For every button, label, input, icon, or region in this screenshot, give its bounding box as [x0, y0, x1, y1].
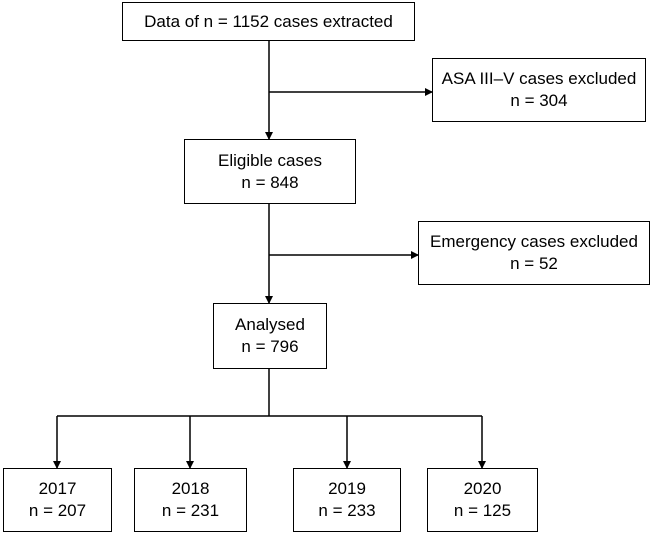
analysed-count: n = 796 — [241, 337, 299, 356]
year-box-2017: 2017 n = 207 — [3, 468, 112, 532]
year-box-2018: 2018 n = 231 — [134, 468, 247, 532]
year-label: 2018 — [171, 479, 210, 498]
year-label: 2020 — [463, 479, 502, 498]
year-box-2019: 2019 n = 233 — [293, 468, 401, 532]
extracted-box: Data of n = 1152 cases extracted — [122, 2, 415, 41]
emergency-excluded-label: Emergency cases excluded — [430, 232, 638, 251]
asa-excluded-label: ASA III–V cases excluded — [441, 69, 637, 88]
year-box-2020: 2020 n = 125 — [427, 468, 538, 532]
year-count: n = 231 — [161, 501, 220, 520]
year-label: 2017 — [38, 479, 77, 498]
asa-excluded-box: ASA III–V cases excluded n = 304 — [432, 58, 646, 122]
asa-excluded-count: n = 304 — [510, 91, 568, 110]
emergency-excluded-count: n = 52 — [510, 254, 558, 273]
emergency-excluded-box: Emergency cases excluded n = 52 — [418, 221, 650, 285]
eligible-count: n = 848 — [241, 172, 299, 192]
year-count: n = 233 — [318, 501, 376, 520]
year-label: 2019 — [328, 479, 366, 498]
year-count: n = 125 — [453, 501, 512, 520]
analysed-label: Analysed — [235, 315, 305, 334]
analysed-box: Analysed n = 796 — [213, 303, 327, 369]
year-count: n = 207 — [28, 501, 87, 520]
eligible-box: Eligible cases n = 848 — [184, 139, 356, 204]
eligible-label: Eligible cases — [218, 150, 322, 170]
extracted-label: Data of n = 1152 cases extracted — [144, 11, 393, 31]
